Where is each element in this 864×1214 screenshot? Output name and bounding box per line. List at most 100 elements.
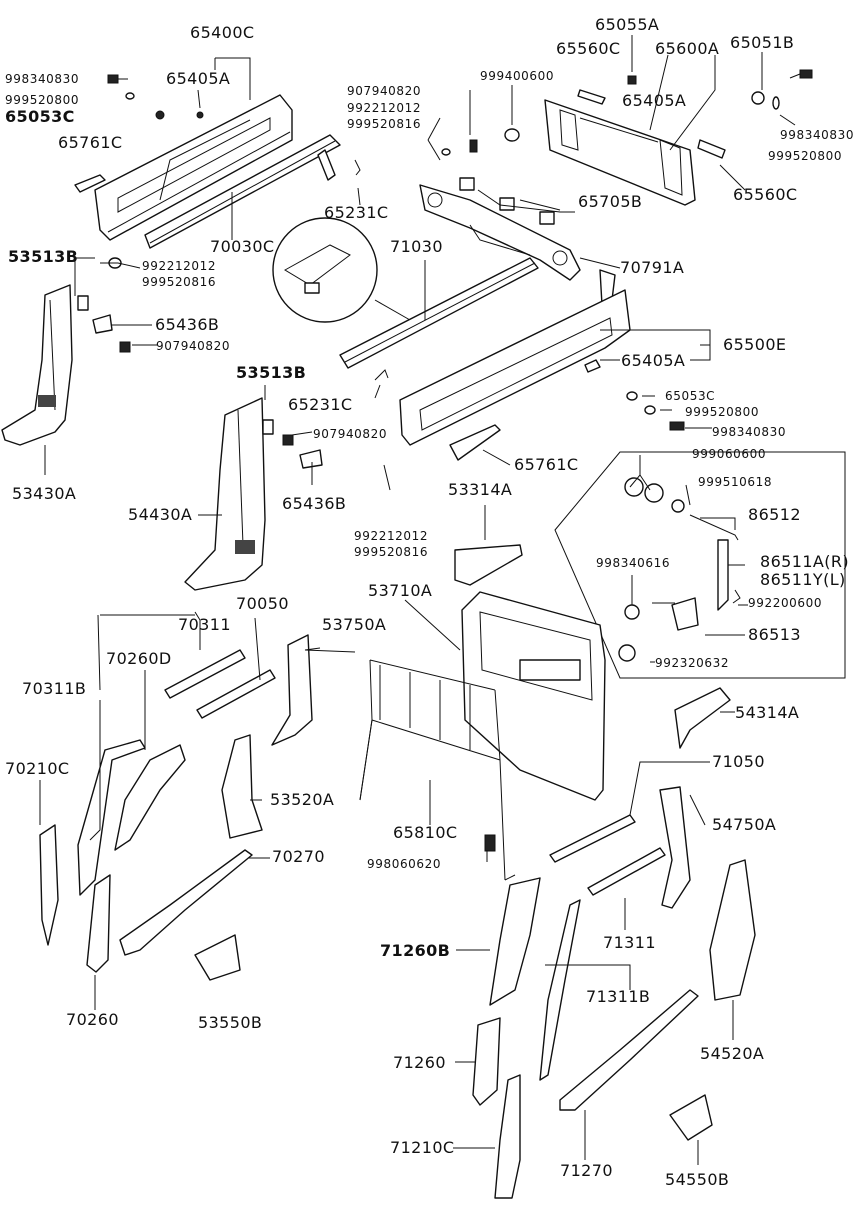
label-65405A-1: 65405A bbox=[166, 69, 230, 88]
label-71260B: 71260B bbox=[380, 941, 450, 960]
label-992200600: 992200600 bbox=[748, 596, 822, 610]
label-998340830-1: 998340830 bbox=[5, 72, 79, 86]
label-999520816-2: 999520816 bbox=[142, 275, 216, 289]
pillar-53430a bbox=[1, 284, 73, 446]
label-70260: 70260 bbox=[66, 1010, 119, 1029]
tailgate-hardware-box bbox=[554, 451, 846, 679]
rail-70270 bbox=[119, 849, 253, 956]
label-999520816-3: 999520816 bbox=[354, 545, 428, 559]
trim-70050 bbox=[196, 669, 276, 719]
label-70210C: 70210C bbox=[5, 759, 69, 778]
label-65231C-1: 65231C bbox=[324, 203, 388, 222]
tailgate-panel bbox=[399, 289, 631, 446]
label-65761C-2: 65761C bbox=[514, 455, 578, 474]
front-header-panel bbox=[94, 94, 293, 241]
sill-71050 bbox=[549, 814, 636, 863]
pillar-71210c bbox=[494, 1074, 521, 1199]
label-998340616: 998340616 bbox=[596, 556, 670, 570]
pillar-71260b bbox=[489, 877, 541, 1006]
label-65405A-3: 65405A bbox=[621, 351, 685, 370]
label-71050: 71050 bbox=[712, 752, 765, 771]
trim-70311 bbox=[164, 649, 246, 699]
bracket-53314a bbox=[454, 544, 523, 586]
label-71260: 71260 bbox=[393, 1053, 446, 1072]
pillar-54520a bbox=[709, 859, 756, 1001]
label-70030C: 70030C bbox=[210, 237, 274, 256]
crossmember-70791a bbox=[419, 177, 616, 306]
label-53513B-1: 53513B bbox=[8, 247, 78, 266]
label-54550B: 54550B bbox=[665, 1170, 729, 1189]
label-54314A: 54314A bbox=[735, 703, 799, 722]
label-907940820-1: 907940820 bbox=[347, 84, 421, 98]
label-71030: 71030 bbox=[390, 237, 443, 256]
label-53550B: 53550B bbox=[198, 1013, 262, 1032]
pillar-71311b bbox=[539, 899, 581, 1081]
label-999400600: 999400600 bbox=[480, 69, 554, 83]
label-65810C: 65810C bbox=[393, 823, 457, 842]
pillar-71260 bbox=[472, 1017, 501, 1106]
label-65436B-2: 65436B bbox=[282, 494, 346, 513]
clip-65231c-center bbox=[374, 369, 389, 381]
leader-lines bbox=[39, 35, 796, 1165]
rail-71270 bbox=[559, 989, 699, 1111]
label-907940820-3: 907940820 bbox=[313, 427, 387, 441]
label-53750A: 53750A bbox=[322, 615, 386, 634]
label-54520A: 54520A bbox=[700, 1044, 764, 1063]
label-907940820-2: 907940820 bbox=[156, 339, 230, 353]
label-70311: 70311 bbox=[178, 615, 231, 634]
fasteners-center bbox=[427, 128, 520, 161]
label-70260D: 70260D bbox=[106, 649, 172, 668]
rear-cab-panel bbox=[461, 591, 606, 801]
label-65231C-2: 65231C bbox=[288, 395, 352, 414]
detail-inset bbox=[272, 217, 411, 323]
label-998340830-2: 998340830 bbox=[780, 128, 854, 142]
label-999520800-2: 999520800 bbox=[768, 149, 842, 163]
label-65405A-2: 65405A bbox=[622, 91, 686, 110]
label-86511A: 86511A(R) bbox=[760, 552, 849, 571]
pillar-53520a bbox=[221, 734, 263, 839]
pillar-70210c bbox=[39, 824, 59, 946]
label-53513B-2: 53513B bbox=[236, 363, 306, 382]
label-53520A: 53520A bbox=[270, 790, 334, 809]
label-53710A: 53710A bbox=[368, 581, 432, 600]
label-65400C: 65400C bbox=[190, 23, 254, 42]
pillar-70260d bbox=[114, 744, 186, 851]
label-998340830-3: 998340830 bbox=[712, 425, 786, 439]
label-53430A: 53430A bbox=[12, 484, 76, 503]
pillar-70260 bbox=[86, 874, 111, 973]
label-65051B: 65051B bbox=[730, 33, 794, 52]
bracket-54314a bbox=[674, 687, 731, 749]
bracket-65436b-left bbox=[77, 257, 131, 353]
label-70270: 70270 bbox=[272, 847, 325, 866]
label-65560C-2: 65560C bbox=[733, 185, 797, 204]
bracket-54550b bbox=[669, 1094, 713, 1141]
label-71210C: 71210C bbox=[390, 1138, 454, 1157]
bracket-65761c-center bbox=[449, 424, 501, 461]
cab-guard-frame bbox=[359, 659, 516, 881]
label-70311B: 70311B bbox=[22, 679, 86, 698]
label-54430A: 54430A bbox=[128, 505, 192, 524]
label-53314A: 53314A bbox=[448, 480, 512, 499]
label-65705B: 65705B bbox=[578, 192, 642, 211]
label-999520816-1: 999520816 bbox=[347, 117, 421, 131]
label-65055A: 65055A bbox=[595, 15, 659, 34]
label-86511Y: 86511Y(L) bbox=[760, 570, 846, 589]
clip-65231c-top bbox=[354, 159, 361, 176]
label-86512: 86512 bbox=[748, 505, 801, 524]
label-65600A: 65600A bbox=[655, 39, 719, 58]
label-65560C-1: 65560C bbox=[556, 39, 620, 58]
label-70791A: 70791A bbox=[620, 258, 684, 277]
label-54750A: 54750A bbox=[712, 815, 776, 834]
label-992212012-2: 992212012 bbox=[142, 259, 216, 273]
label-999510618: 999510618 bbox=[698, 475, 772, 489]
label-65761C-1: 65761C bbox=[58, 133, 122, 152]
label-992212012-1: 992212012 bbox=[347, 101, 421, 115]
label-71311B: 71311B bbox=[586, 987, 650, 1006]
pillar-70311b bbox=[77, 739, 146, 896]
part-number-labels: 65400C 65405A 998340830 999520800 65053C… bbox=[5, 15, 854, 1189]
rail-71030 bbox=[339, 257, 539, 369]
label-999520800-3: 999520800 bbox=[685, 405, 759, 419]
label-70050: 70050 bbox=[236, 594, 289, 613]
